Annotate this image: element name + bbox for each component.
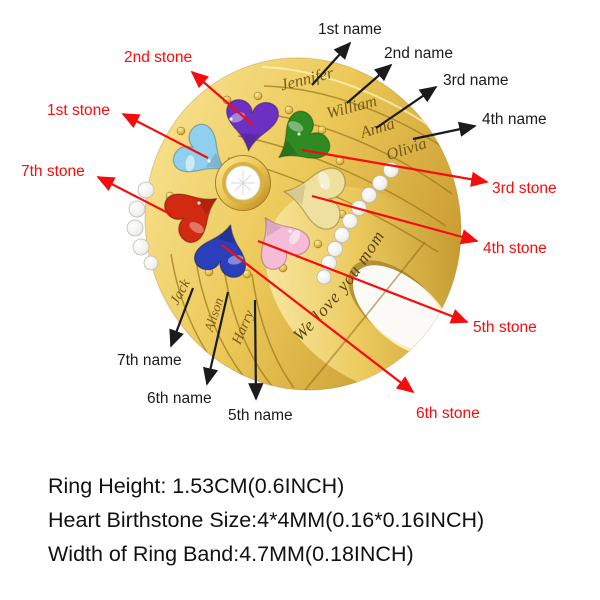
arrow-4th-name (412, 121, 477, 141)
heart-stone-5th (242, 203, 315, 275)
spec-band-width: Width of Ring Band:4.7MM(0.18INCH) (48, 542, 414, 566)
name-callout-arrows (169, 41, 477, 401)
cz-facets (231, 171, 255, 195)
arrow-6th-stone (221, 244, 415, 394)
heart-stone-3rd (262, 105, 336, 179)
arrow-7th-name (169, 287, 195, 348)
heart-stone-7th (159, 175, 231, 248)
stone-callout-arrows (96, 70, 489, 394)
arrow-1st-stone (121, 113, 209, 159)
arrow-4th-stone (311, 194, 479, 245)
label-3rd-name: 3rd name (443, 72, 509, 89)
label-4th-name: 4th name (482, 111, 547, 128)
label-2nd-name: 2nd name (384, 45, 453, 62)
center-bezel-stone (215, 155, 271, 211)
label-7th-stone: 7th stone (21, 163, 85, 180)
label-7th-name: 7th name (117, 352, 182, 369)
arrow-2nd-stone (190, 70, 254, 126)
heart-stone-1st (168, 119, 241, 192)
label-5th-name: 5th name (228, 407, 293, 424)
arrow-3rd-stone (301, 148, 489, 187)
sparkles (197, 117, 324, 233)
label-1st-stone: 1st stone (47, 102, 110, 119)
label-2nd-stone: 2nd stone (124, 49, 193, 66)
label-1st-name: 1st name (318, 21, 382, 38)
arrow-7th-stone (96, 176, 173, 216)
spec-birthstone-size: Heart Birthstone Size:4*4MM(0.16*0.16INC… (48, 508, 485, 532)
label-6th-name: 6th name (147, 390, 212, 407)
inner-edge-line (304, 241, 426, 391)
cz-accent-row-left (126, 181, 159, 271)
arrow-1st-name (311, 41, 352, 86)
arrow-6th-name (203, 291, 230, 386)
arrow-3rd-name (375, 86, 438, 129)
label-3rd-stone: 3rd stone (492, 180, 557, 197)
label-4th-stone: 4th stone (483, 240, 547, 257)
label-6th-stone: 6th stone (416, 405, 480, 422)
label-5th-stone: 5th stone (473, 319, 537, 336)
arrow-2nd-name (346, 63, 393, 104)
spec-ring-height: Ring Height: 1.53CM(0.6INCH) (48, 474, 345, 498)
band-engravings: Jennifer William Anna Olivia Jack Alison… (167, 63, 429, 348)
arrow-5th-stone (257, 239, 469, 324)
arrow-5th-name (248, 299, 264, 401)
